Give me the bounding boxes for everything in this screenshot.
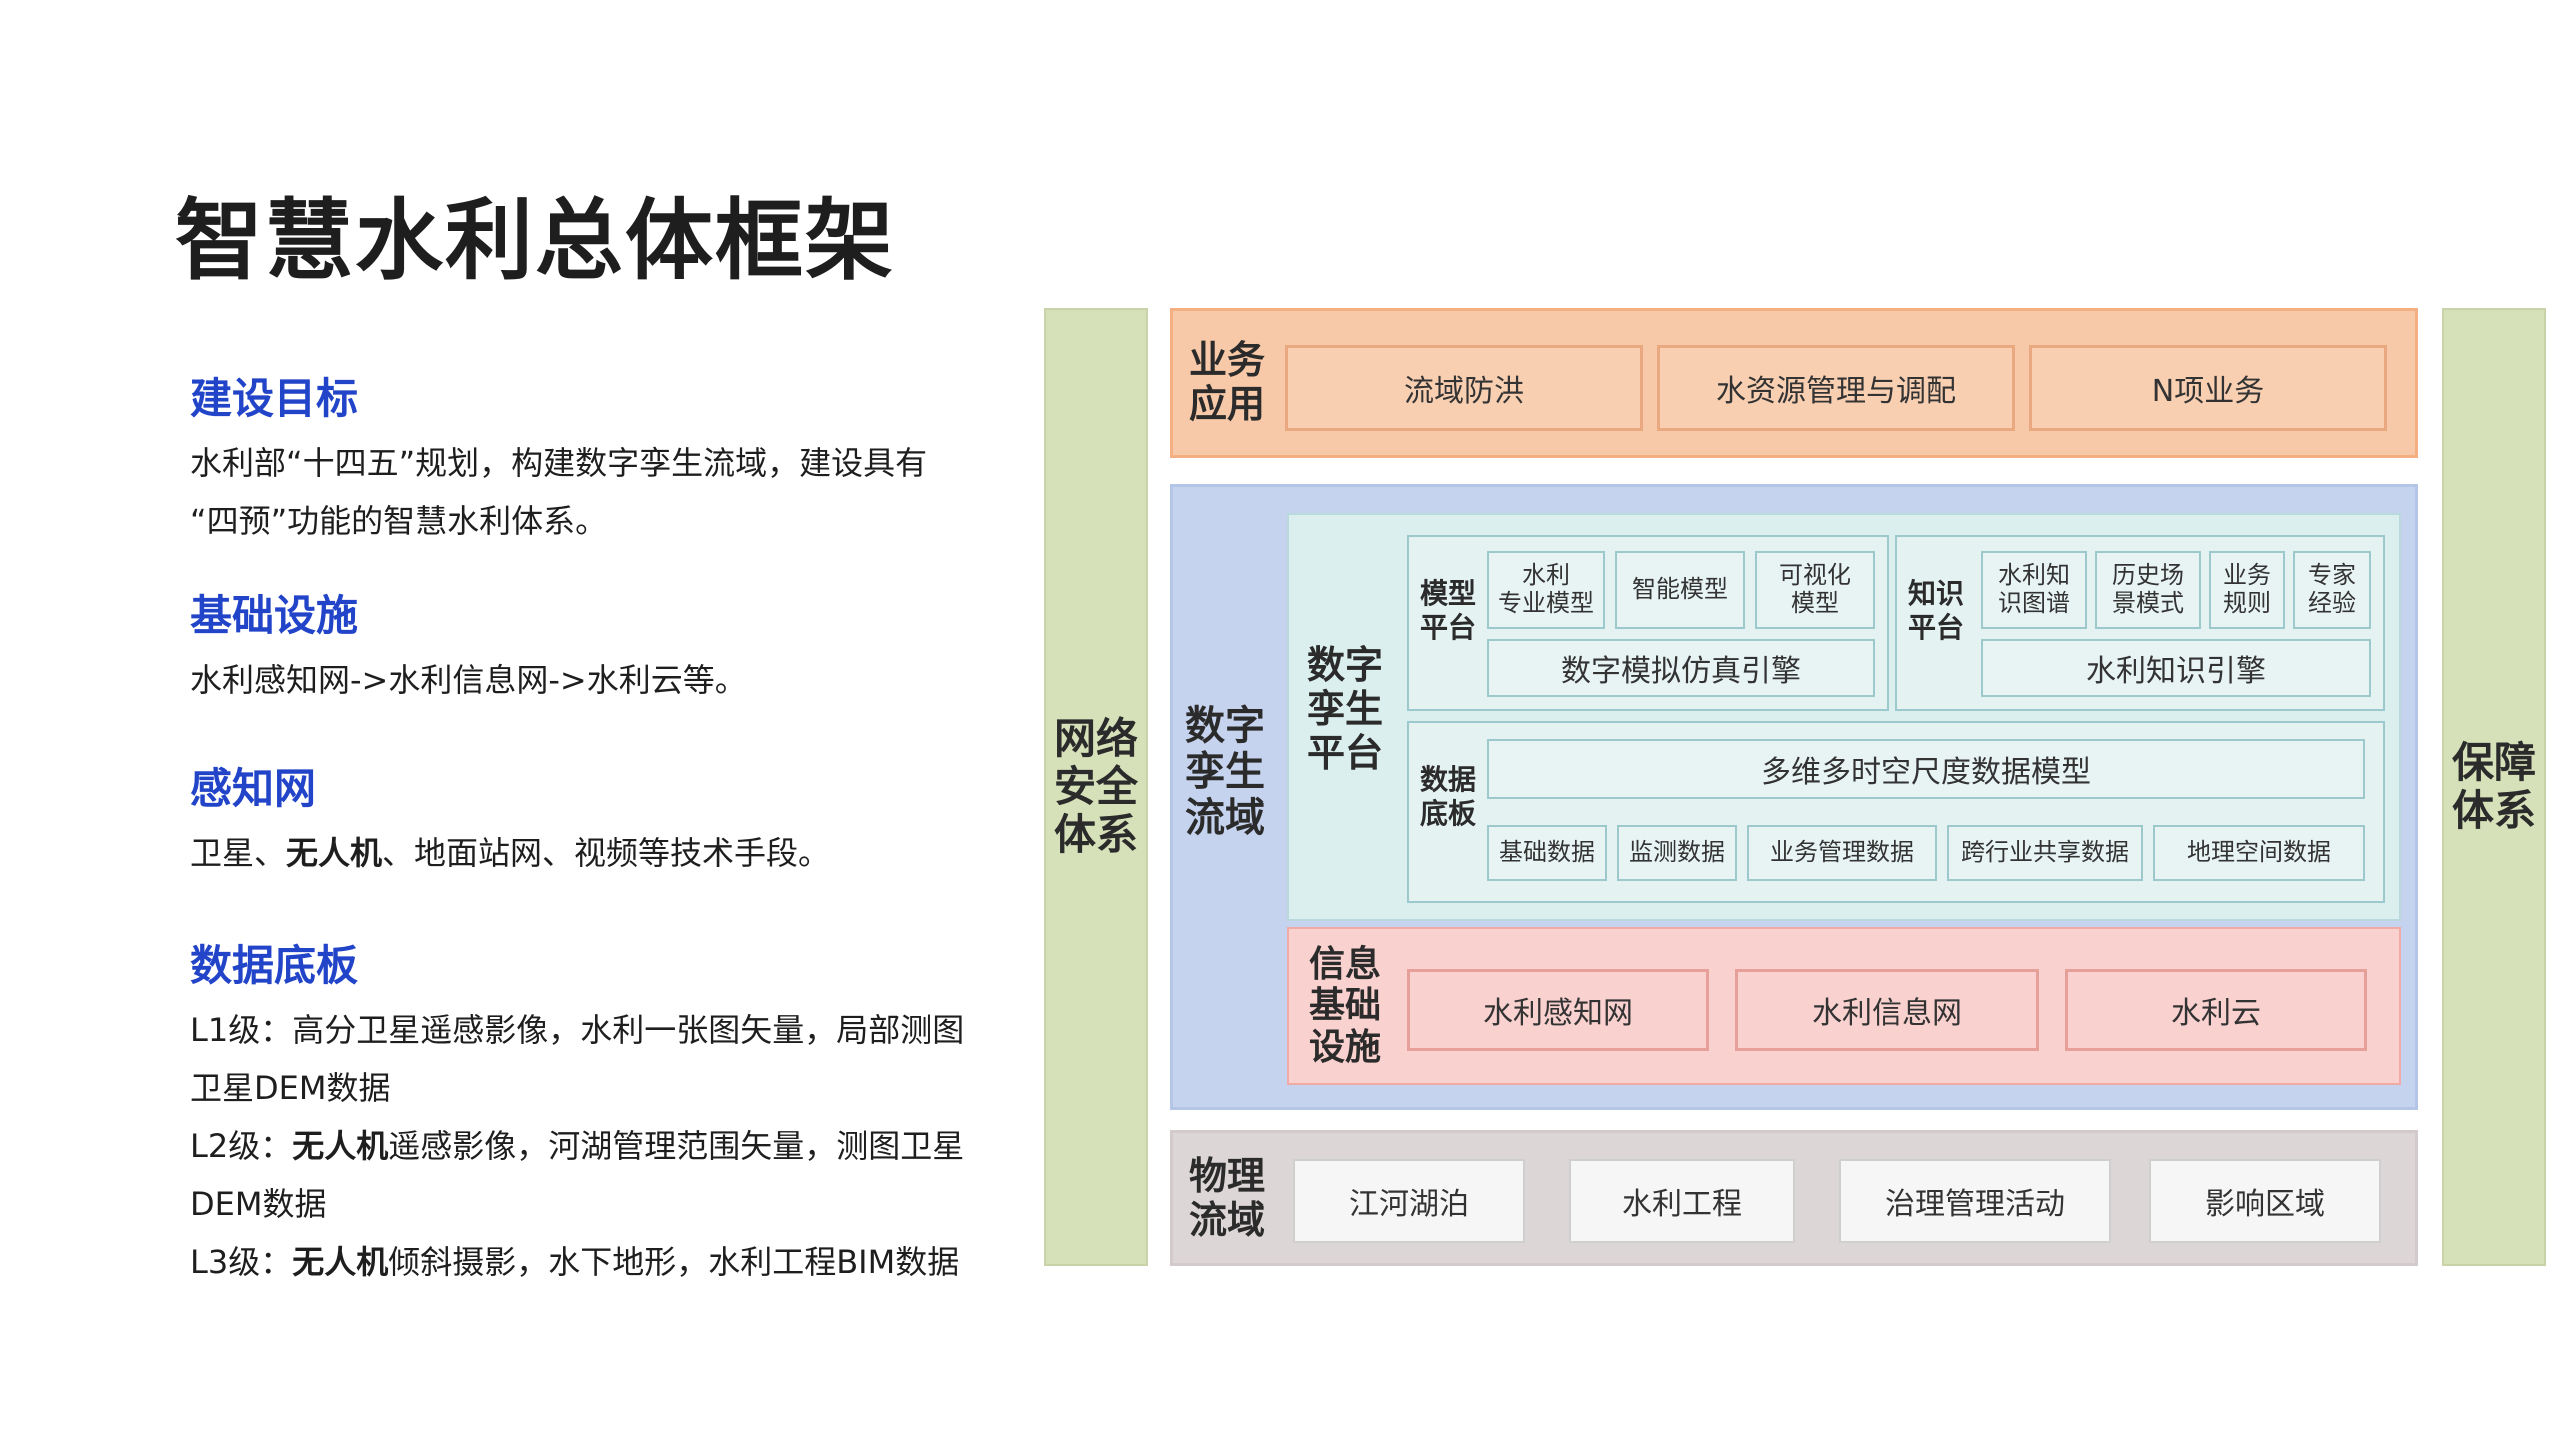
text-line: L2级：无人机遥感影像，河湖管理范围矢量，测图卫星	[190, 1117, 1050, 1175]
text-run: 遥感影像，河湖管理范围矢量，测图卫星	[388, 1127, 965, 1165]
text-run: DEM数据	[190, 1185, 327, 1223]
data-board-group: 数据 底板 多维多时空尺度数据模型 基础数据 监测数据 业务管理数据 跨行业共享…	[1407, 721, 2385, 903]
physical-basin-band: 物理 流域 江河湖泊 水利工程 治理管理活动 影响区域	[1170, 1130, 2418, 1266]
physical-item-governance: 治理管理活动	[1839, 1159, 2111, 1243]
text-line: L1级：高分卫星遥感影像，水利一张图矢量，局部测图	[190, 1001, 1050, 1059]
knowledge-item-history: 历史场 景模式	[2095, 551, 2201, 629]
page-title: 智慧水利总体框架	[175, 189, 896, 292]
model-item-professional: 水利 专业模型	[1487, 551, 1605, 629]
text-run: L2级：	[190, 1127, 293, 1165]
knowledge-platform-group: 知识 平台 水利知 识图谱 历史场 景模式 业务 规则 专家 经验 水利知识引擎	[1895, 535, 2385, 711]
guarantee-label: 保障 体系	[2451, 737, 2536, 835]
knowledge-platform-label: 知识 平台	[1907, 577, 1964, 644]
section-title: 感知网	[190, 764, 317, 813]
business-band: 业务 应用 流域防洪 水资源管理与调配 N项业务	[1170, 308, 2418, 458]
data-board-label: 数据 底板	[1419, 763, 1476, 830]
network-security-column: 网络 安全 体系	[1044, 308, 1148, 1266]
text-run: 卫星DEM数据	[190, 1069, 391, 1107]
physical-item-water-projects: 水利工程	[1569, 1159, 1795, 1243]
model-item-visualization: 可视化 模型	[1755, 551, 1875, 629]
text-run: 、地面站网、视频等技术手段。	[382, 834, 831, 872]
infrastructure-label: 信息 基础 设施	[1308, 943, 1381, 1068]
text-line: 水利部“十四五”规划，构建数字孪生流域，建设具有	[190, 434, 1050, 492]
data-item-basic: 基础数据	[1487, 825, 1607, 881]
section-body: 水利部“十四五”规划，构建数字孪生流域，建设具有 “四预”功能的智慧水利体系。	[190, 434, 1050, 550]
text-run: 水利部“十四五”规划，构建数字孪生流域，建设具有	[190, 444, 928, 482]
bold-text: 无人机	[292, 1127, 389, 1165]
knowledge-engine: 水利知识引擎	[1981, 639, 2371, 697]
business-item-water-resources: 水资源管理与调配	[1657, 345, 2015, 431]
twin-basin-label: 数字 孪生 流域	[1185, 703, 1265, 841]
network-security-label: 网络 安全 体系	[1053, 713, 1138, 860]
text-line: 卫星DEM数据	[190, 1059, 1050, 1117]
text-run: 卫星、	[190, 834, 287, 872]
section-title: 数据底板	[190, 941, 359, 990]
infra-item-information-network: 水利信息网	[1735, 969, 2039, 1051]
text-line: 卫星、无人机、地面站网、视频等技术手段。	[190, 824, 1050, 882]
model-item-intelligent: 智能模型	[1615, 551, 1745, 629]
business-label: 业务 应用	[1188, 338, 1265, 426]
text-line: DEM数据	[190, 1175, 1050, 1233]
business-item-n-services: N项业务	[2029, 345, 2387, 431]
text-line: 水利感知网->水利信息网->水利云等。	[190, 651, 1050, 709]
text-run: 倾斜摄影，水下地形，水利工程BIM数据	[388, 1243, 960, 1281]
guarantee-column: 保障 体系	[2442, 308, 2546, 1266]
infrastructure-panel: 信息 基础 设施 水利感知网 水利信息网 水利云	[1287, 927, 2401, 1085]
text-run: 水利感知网->水利信息网->水利云等。	[190, 661, 747, 699]
infra-item-cloud: 水利云	[2065, 969, 2367, 1051]
data-item-geospatial: 地理空间数据	[2153, 825, 2365, 881]
text-run: “四预”功能的智慧水利体系。	[190, 502, 608, 540]
section-data-board: 数据底板 L1级：高分卫星遥感影像，水利一张图矢量，局部测图卫星DEM数据 L2级…	[190, 932, 1050, 1291]
twin-platform-panel: 数字 孪生 平台 模型 平台 水利 专业模型 智能模型 可视化 模型 数字模拟仿…	[1287, 513, 2401, 921]
text-run: L1级：高分卫星遥感影像，水利一张图矢量，局部测图	[190, 1011, 965, 1049]
section-infrastructure: 基础设施 水利感知网->水利信息网->水利云等。	[190, 582, 1050, 709]
section-body: 水利感知网->水利信息网->水利云等。	[190, 651, 1050, 709]
simulation-engine: 数字模拟仿真引擎	[1487, 639, 1875, 697]
data-item-cross-industry: 跨行业共享数据	[1947, 825, 2143, 881]
data-item-monitoring: 监测数据	[1617, 825, 1737, 881]
text-line: “四预”功能的智慧水利体系。	[190, 492, 1050, 550]
bold-text: 无人机	[286, 834, 383, 872]
twin-platform-label: 数字 孪生 平台	[1306, 643, 1383, 775]
section-title: 基础设施	[190, 591, 359, 640]
data-item-business: 业务管理数据	[1747, 825, 1937, 881]
text-run: L3级：	[190, 1243, 293, 1281]
section-body: 卫星、无人机、地面站网、视频等技术手段。	[190, 824, 1050, 882]
model-platform-group: 模型 平台 水利 专业模型 智能模型 可视化 模型 数字模拟仿真引擎	[1407, 535, 1889, 711]
knowledge-item-graph: 水利知 识图谱	[1981, 551, 2087, 629]
business-item-flood: 流域防洪	[1285, 345, 1643, 431]
physical-item-impact-area: 影响区域	[2149, 1159, 2381, 1243]
knowledge-item-experts: 专家 经验	[2293, 551, 2371, 629]
section-sensing: 感知网 卫星、无人机、地面站网、视频等技术手段。	[190, 755, 1050, 882]
infra-item-sensing-network: 水利感知网	[1407, 969, 1709, 1051]
physical-item-rivers-lakes: 江河湖泊	[1293, 1159, 1525, 1243]
framework-diagram: 网络 安全 体系 保障 体系 业务 应用 流域防洪 水资源管理与调配 N项业务 …	[1040, 300, 2550, 1270]
twin-basin-band: 数字 孪生 流域 数字 孪生 平台 模型 平台 水利 专业模型 智能模型 可视化…	[1170, 484, 2418, 1110]
section-title: 建设目标	[190, 374, 359, 423]
model-platform-label: 模型 平台	[1419, 577, 1476, 644]
physical-basin-label: 物理 流域	[1188, 1154, 1265, 1242]
bold-text: 无人机	[292, 1243, 389, 1281]
text-line: L3级：无人机倾斜摄影，水下地形，水利工程BIM数据	[190, 1233, 1050, 1291]
section-goal: 建设目标 水利部“十四五”规划，构建数字孪生流域，建设具有 “四预”功能的智慧水利…	[190, 365, 1050, 550]
knowledge-item-rules: 业务 规则	[2209, 551, 2285, 629]
data-model: 多维多时空尺度数据模型	[1487, 739, 2365, 799]
